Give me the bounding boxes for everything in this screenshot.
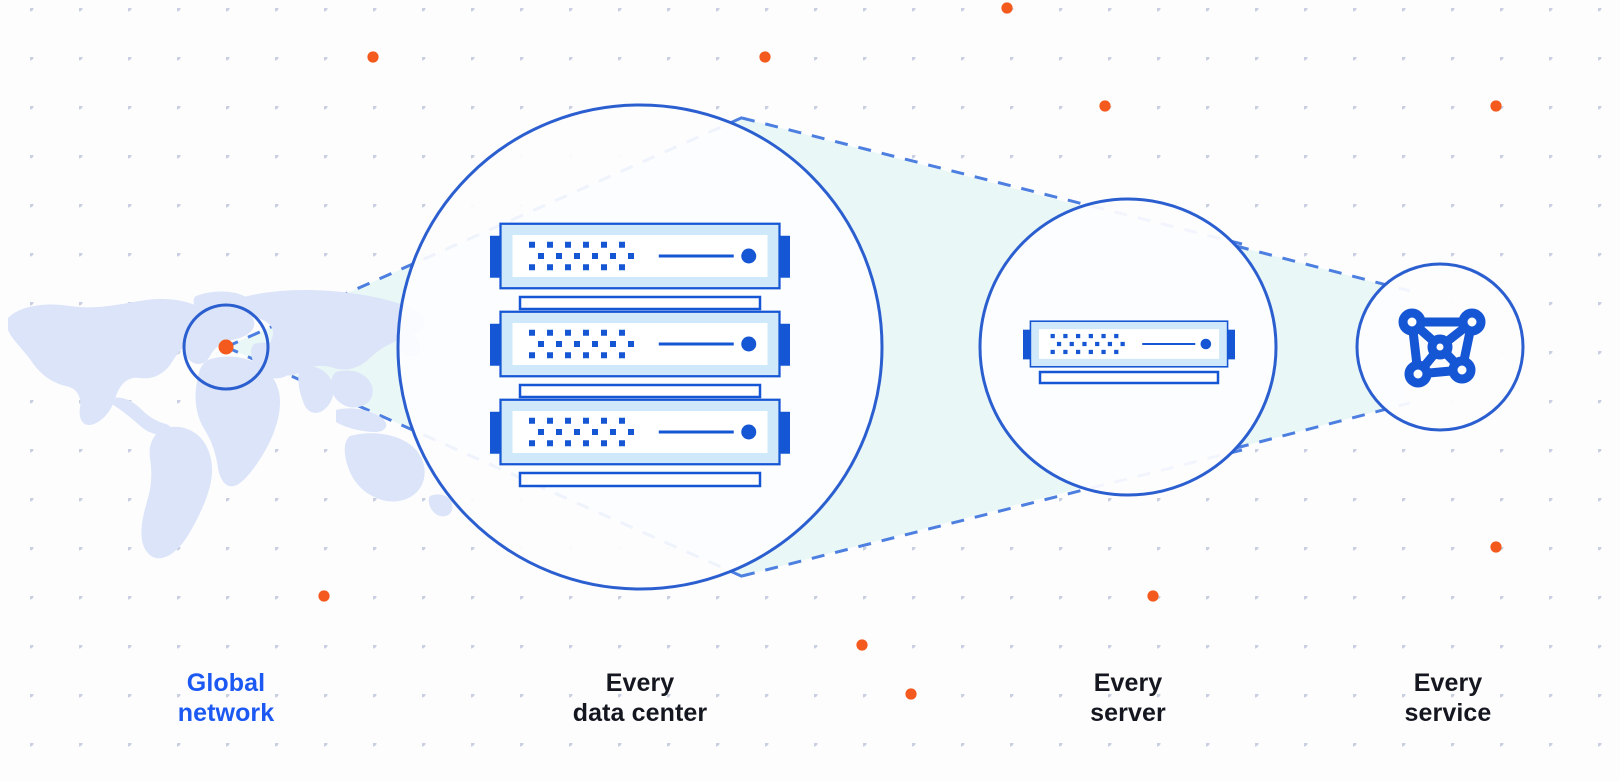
server-unit-icon xyxy=(1023,319,1235,385)
global-network-marker-dot xyxy=(218,339,234,355)
network-node-dots xyxy=(1398,308,1486,388)
network-node-top-left xyxy=(1398,308,1426,336)
network-node-top-right xyxy=(1458,308,1486,336)
connector-lines xyxy=(225,113,1411,581)
stage-label-data-center: Every data center xyxy=(572,669,708,727)
rack-shelf-2 xyxy=(518,383,762,399)
connector-server-to-service-bottom xyxy=(1235,401,1411,450)
network-node-bottom-left xyxy=(1404,360,1432,388)
stage-label-service: Every service xyxy=(1404,669,1492,727)
network-node-center xyxy=(1427,334,1453,360)
rack-shelf-1 xyxy=(518,295,762,311)
stage-label-global-network: Global network xyxy=(177,669,275,727)
server-base-shelf xyxy=(1038,370,1220,385)
server-rack-unit-1 xyxy=(490,221,790,291)
server-rack-icon xyxy=(490,221,790,488)
rack-base-shelf xyxy=(518,471,762,488)
connector-server-to-service-top xyxy=(1235,244,1411,293)
server-rack-unit-3 xyxy=(490,397,790,467)
world-map-icon xyxy=(8,290,453,559)
network-node-bottom-right xyxy=(1448,356,1476,384)
stage-label-server: Every server xyxy=(1090,669,1166,727)
orange-accent-dots xyxy=(318,2,1502,700)
server-rack-unit-2 xyxy=(490,309,790,379)
global-network-highlight-circle xyxy=(182,303,270,391)
